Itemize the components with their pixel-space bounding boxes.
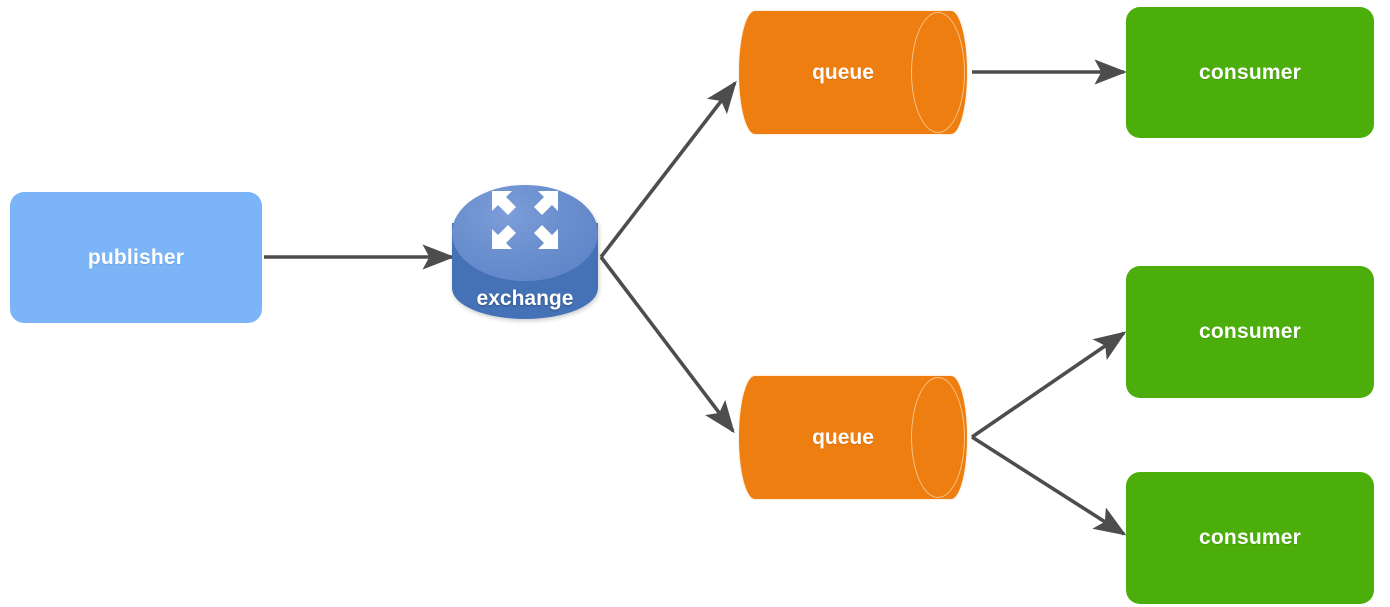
node-exchange[interactable]: exchange — [452, 185, 598, 319]
edge-queue-2-to-consumer-2 — [970, 331, 1127, 439]
exchange-cylinder-top — [452, 185, 598, 282]
node-publisher[interactable]: publisher — [10, 192, 262, 323]
consumer-label: consumer — [1199, 320, 1301, 343]
node-queue-1[interactable]: queue — [739, 11, 967, 134]
edge-exchange-to-queue-1 — [599, 80, 737, 259]
edge-exchange-to-queue-2 — [599, 255, 735, 434]
node-consumer-1[interactable]: consumer — [1126, 7, 1374, 138]
node-consumer-2[interactable]: consumer — [1126, 266, 1374, 398]
four-way-arrows-icon — [492, 190, 558, 249]
queue-cylinder-cap — [911, 12, 965, 133]
consumer-label: consumer — [1199, 60, 1301, 84]
exchange-label: exchange — [476, 287, 574, 310]
node-queue-2[interactable]: queue — [739, 376, 967, 499]
queue-label: queue — [812, 425, 874, 449]
edge-queue-2-to-consumer-3 — [971, 435, 1127, 536]
queue-cylinder-cap — [911, 377, 965, 498]
node-consumer-3[interactable]: consumer — [1126, 472, 1374, 604]
consumer-label: consumer — [1199, 526, 1301, 549]
publisher-label: publisher — [87, 245, 185, 269]
queue-label: queue — [812, 60, 874, 84]
